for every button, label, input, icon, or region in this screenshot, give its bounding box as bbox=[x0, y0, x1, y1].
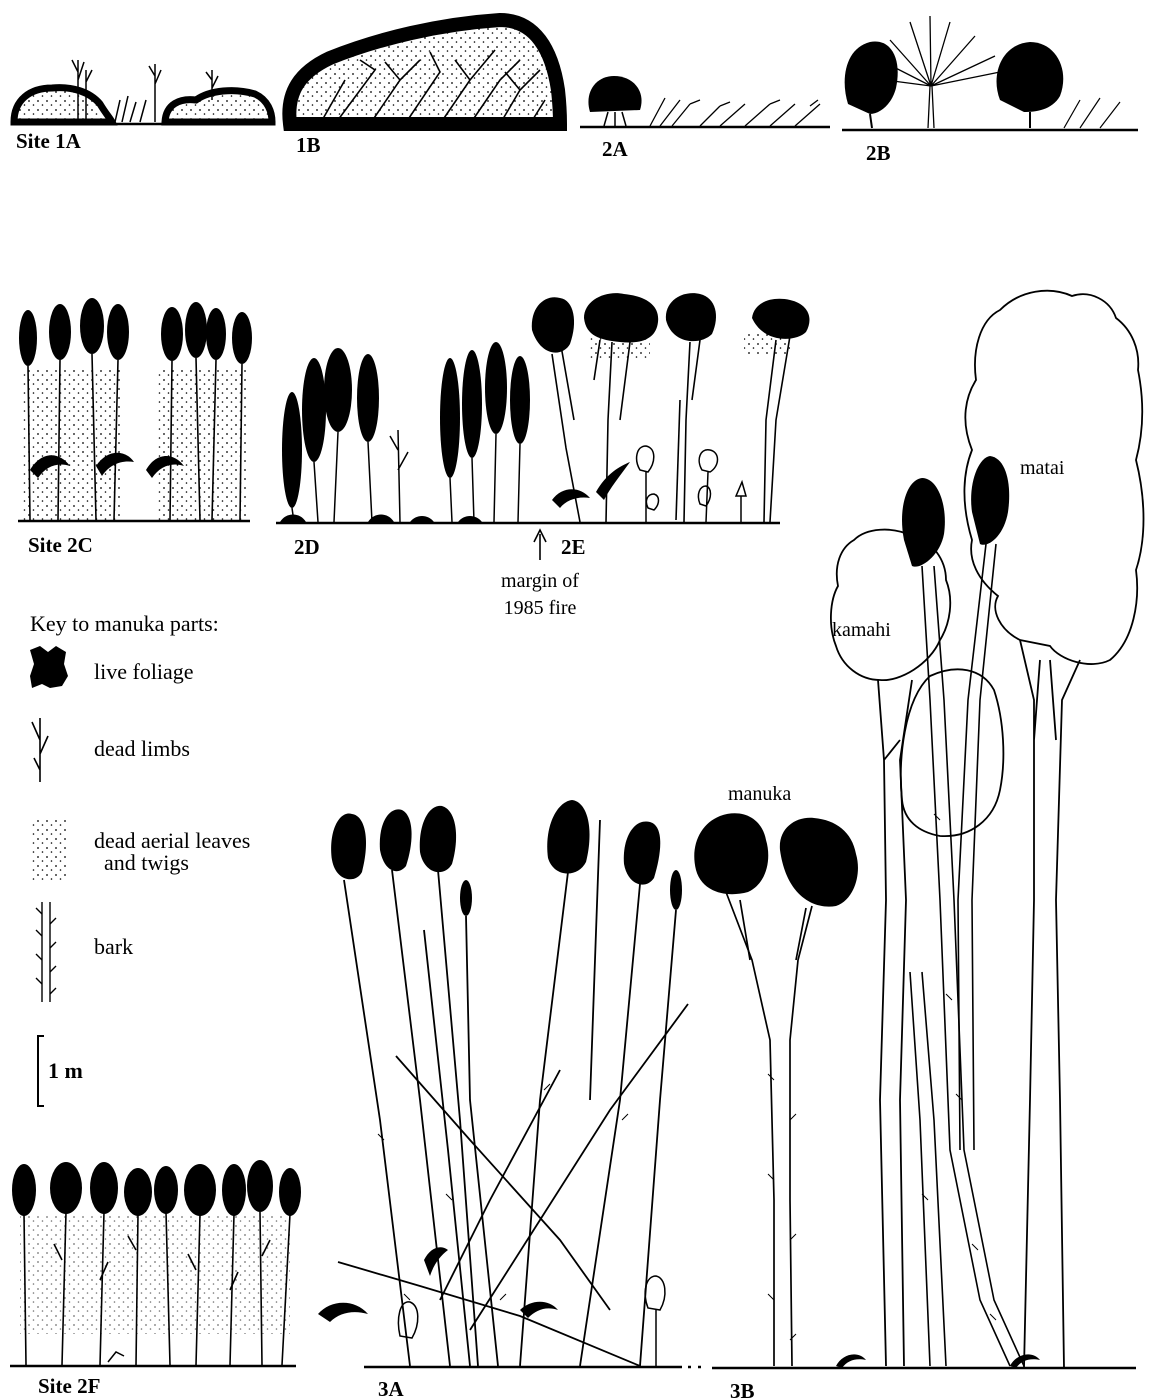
kamahi-tree bbox=[831, 530, 1003, 1366]
manuka-crown bbox=[357, 354, 379, 442]
manuka-label: manuka bbox=[728, 783, 791, 805]
manuka-crown bbox=[50, 1162, 82, 1214]
dead-leaves-icon bbox=[32, 818, 68, 882]
site-label-3b: 3B bbox=[730, 1379, 755, 1400]
matai-label: matai bbox=[1020, 457, 1065, 479]
site-label-1a: Site 1A bbox=[16, 129, 82, 153]
site-label-2c: Site 2C bbox=[28, 533, 93, 557]
manuka-crown bbox=[670, 870, 682, 910]
manuka-crown bbox=[624, 821, 660, 884]
fern-understorey bbox=[318, 1247, 558, 1322]
manuka-crown bbox=[460, 880, 472, 916]
matai-tree bbox=[964, 291, 1143, 1368]
site-label-2b: 2B bbox=[866, 141, 891, 165]
manuka-tree: manuka bbox=[694, 783, 858, 1366]
manuka-crown bbox=[247, 1160, 273, 1212]
profile-site-2a: 2A bbox=[580, 76, 830, 161]
profile-site-2f: Site 2F bbox=[10, 1160, 301, 1398]
manuka-crown bbox=[90, 1162, 118, 1214]
fire-margin-label-line1: margin of bbox=[501, 570, 579, 592]
profile-site-2e: 2E bbox=[532, 293, 810, 559]
key-live-foliage: live foliage bbox=[94, 659, 194, 684]
manuka-crown bbox=[185, 302, 207, 358]
shrub-crown bbox=[588, 76, 641, 112]
manuka-crown bbox=[80, 298, 104, 354]
profile-site-1a: Site 1A bbox=[12, 60, 275, 153]
manuka-crown bbox=[154, 1166, 178, 1214]
manuka-crown bbox=[510, 356, 530, 444]
manuka-crown bbox=[420, 806, 456, 872]
manuka-crown bbox=[380, 809, 412, 871]
manuka-crown bbox=[532, 297, 574, 352]
manuka-crown bbox=[124, 1168, 152, 1216]
manuka-crown bbox=[547, 800, 589, 874]
manuka-crown bbox=[331, 813, 366, 879]
site-label-3a: 3A bbox=[378, 1377, 405, 1400]
manuka-crown bbox=[49, 304, 71, 360]
dead-limbs-icon bbox=[32, 718, 48, 782]
manuka-crown bbox=[462, 350, 482, 458]
manuka-crown bbox=[279, 1168, 301, 1216]
profile-site-2d: 2D bbox=[276, 342, 540, 559]
manuka-crown bbox=[780, 818, 858, 907]
manuka-crown bbox=[19, 310, 37, 366]
broadleaf-seedling bbox=[637, 446, 746, 522]
shrub-canopy bbox=[14, 88, 112, 122]
profile-site-1b: 1B bbox=[286, 20, 565, 157]
site-label-2d: 2D bbox=[294, 535, 320, 559]
site-label-2f: Site 2F bbox=[38, 1374, 100, 1398]
key-dead-leaves-line2: and twigs bbox=[104, 850, 189, 875]
manuka-crown bbox=[440, 358, 460, 478]
scale-bar bbox=[38, 1036, 44, 1106]
profile-site-3b: matai kamahi bbox=[694, 291, 1143, 1400]
tall-manuka-pair bbox=[902, 456, 1024, 1366]
key-title: Key to manuka parts: bbox=[30, 611, 219, 636]
key-dead-limbs: dead limbs bbox=[94, 736, 190, 761]
fire-margin-label-line2: 1985 fire bbox=[504, 597, 577, 619]
manuka-crown bbox=[324, 348, 352, 432]
manuka-crown bbox=[12, 1164, 36, 1216]
shrub-crown bbox=[997, 42, 1064, 112]
key-legend: Key to manuka parts: live foliage dead l… bbox=[30, 611, 250, 1106]
manuka-crown bbox=[282, 392, 302, 508]
profile-site-2b: 2B bbox=[842, 16, 1138, 165]
manuka-crown bbox=[694, 813, 768, 894]
manuka-crown bbox=[485, 342, 507, 434]
manuka-crown bbox=[222, 1164, 246, 1216]
scale-label: 1 m bbox=[48, 1058, 83, 1083]
bark-icon bbox=[36, 902, 56, 1002]
profile-site-3a: 3A bbox=[318, 800, 706, 1400]
site-label-2a: 2A bbox=[602, 137, 629, 161]
site-label-2e: 2E bbox=[561, 535, 586, 559]
manuka-crown bbox=[184, 1164, 216, 1216]
manuka-crown bbox=[232, 312, 252, 364]
manuka-crown bbox=[752, 299, 809, 339]
site-label-1b: 1B bbox=[296, 133, 321, 157]
shrub-canopy bbox=[165, 91, 272, 122]
live-foliage-icon bbox=[30, 646, 68, 688]
manuka-crown bbox=[971, 456, 1009, 545]
manuka-crown bbox=[206, 308, 226, 360]
fern-understorey bbox=[552, 462, 630, 508]
manuka-crown bbox=[161, 307, 183, 361]
key-bark: bark bbox=[94, 934, 133, 959]
manuka-crown bbox=[302, 358, 326, 462]
kamahi-label: kamahi bbox=[832, 619, 891, 641]
manuka-crown bbox=[666, 293, 716, 341]
manuka-crown bbox=[107, 304, 129, 360]
profile-site-2c: Site 2C bbox=[18, 298, 252, 557]
shrub-canopy bbox=[289, 20, 560, 124]
